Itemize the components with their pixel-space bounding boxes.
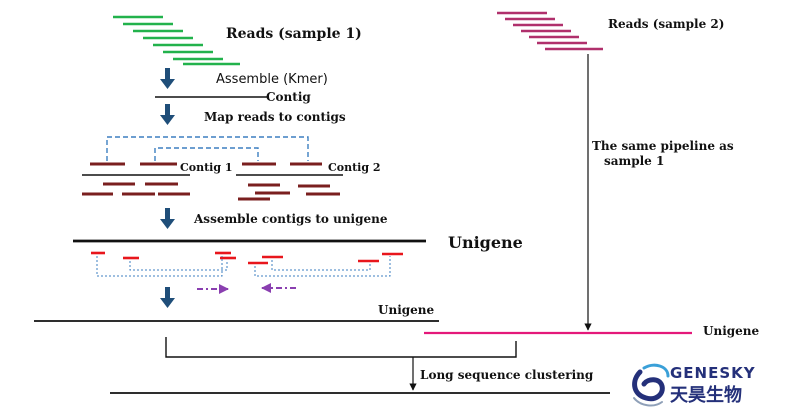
assemble-unigene-label: Assemble contigs to unigene [193,212,388,226]
reads-sample2-label: Reads (sample 2) [608,17,724,31]
genesky-logo: GENESKY 天昊生物 [632,363,756,407]
reads-sample1-label: Reads (sample 1) [226,26,362,42]
unigene-reads [91,251,403,265]
contig2-label: Contig 2 [328,161,381,174]
unigene-connectors [96,256,391,277]
same-pipeline-label-1: The same pipeline as [592,139,734,153]
logo-name-cn: 天昊生物 [670,384,742,406]
contig-reads-bottom [82,182,340,201]
contig-label: Contig [266,90,311,104]
unigene-right-label: Unigene [703,324,759,338]
down-arrow-icon [160,287,175,308]
assemble-kmer-label: Assemble (Kmer) [216,72,328,87]
contig1-label: Contig 1 [180,161,233,174]
unigene-big-label: Unigene [448,233,523,252]
reads-sample2-group [497,11,603,51]
reads-sample1-group [113,15,240,66]
long-clustering-label: Long sequence clustering [420,368,594,382]
logo-name-en: GENESKY [670,364,756,382]
down-arrow-icon [160,208,175,229]
unigene-left-label: Unigene [378,303,434,317]
clustering-bracket [165,337,517,358]
mapping-connectors [106,136,309,161]
down-arrow-icon [160,104,175,125]
down-arrow-icon [160,68,175,89]
same-pipeline-label-2: sample 1 [604,154,664,168]
genesky-swirl-icon [632,363,670,407]
map-reads-label: Map reads to contigs [204,110,346,124]
